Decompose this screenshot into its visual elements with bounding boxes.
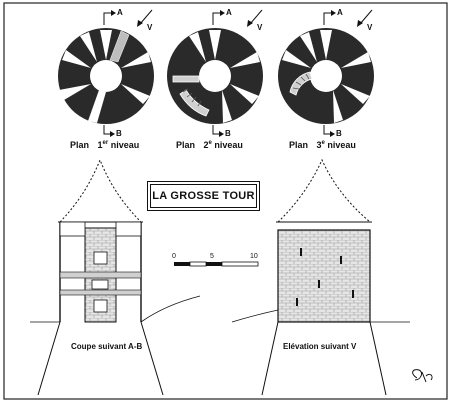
plan-2-label-v: V	[257, 23, 263, 32]
elevation-foundation	[261, 321, 387, 396]
plan-2-word: Plan	[176, 140, 196, 150]
plan-2-central-room	[199, 60, 231, 92]
plan-2-axis-a-arrow	[212, 12, 220, 25]
plan-1-axis-a-arrow	[103, 12, 111, 25]
plan-3-number: 3	[316, 140, 322, 150]
plan-3-view-v-arrow	[359, 9, 373, 25]
plan-2-view-v-arrow	[249, 9, 263, 25]
plan-1-drawing	[58, 9, 154, 137]
plan-3-drawing	[278, 9, 374, 137]
section-a-b-drawing	[30, 158, 201, 396]
plan-1-stair-passage	[109, 30, 130, 63]
plan-1-level: niveau	[108, 140, 140, 150]
plan-1-title: Plan 1er niveau	[70, 140, 139, 150]
scale-label-10: 10	[250, 253, 258, 260]
plan-2-title: Plan 2e niveau	[176, 140, 243, 150]
plan-2-label-b: B	[225, 129, 231, 138]
elevation-ground-line	[231, 309, 410, 323]
plan-3-axis-a-arrow	[323, 12, 331, 25]
plan-1-word: Plan	[70, 140, 90, 150]
plan-2-ordinal: e	[208, 140, 212, 146]
plan-2-axis-b-arrow	[212, 125, 219, 135]
plan-1-central-room	[90, 60, 122, 92]
plan-3-title: Plan 3e niveau	[289, 140, 356, 150]
plan-3-axis-b-arrow	[323, 125, 330, 135]
elevation-caption: Elévation suivant V	[283, 342, 357, 351]
plan-3-label-v: V	[367, 23, 373, 32]
scale-label-5: 5	[210, 253, 214, 260]
plan-2-label-a: A	[226, 8, 232, 17]
drawing-title: LA GROSSE TOUR	[147, 181, 260, 211]
plan-1-number: 1	[97, 140, 103, 150]
plan-3-loopholes	[282, 30, 371, 123]
plan-2-spiral-stair	[172, 75, 210, 117]
plan-1-loopholes	[59, 30, 151, 104]
section-roof-outline	[59, 158, 142, 223]
elevation-slits	[296, 248, 354, 306]
elevation-tower-wall	[277, 229, 371, 323]
plan-3-word: Plan	[289, 140, 309, 150]
sheet-border	[3, 2, 448, 400]
section-ground-line	[30, 295, 201, 323]
artist-signature	[412, 369, 433, 383]
plan-3-label-b: B	[336, 129, 342, 138]
plan-1-label-v: V	[147, 23, 153, 32]
plan-2-drawing	[167, 9, 263, 137]
plan-1-ordinal: er	[102, 140, 109, 146]
plan-3-level: niveau	[324, 140, 356, 150]
scale-bar	[174, 261, 259, 267]
plan-1-axis-b-arrow	[103, 125, 110, 135]
section-foundation	[37, 321, 164, 396]
plan-2-loopholes	[189, 30, 260, 123]
plan-3-label-a: A	[337, 8, 343, 17]
plan-2-level: niveau	[211, 140, 243, 150]
plan-2-number: 2	[203, 140, 209, 150]
scale-label-0: 0	[172, 253, 176, 260]
section-caption: Coupe suivant A-B	[71, 342, 143, 351]
plan-1-view-v-arrow	[139, 9, 153, 25]
elevation-v-drawing	[231, 158, 410, 396]
plan-3-ordinal: e	[321, 140, 325, 146]
plan-1-label-a: A	[117, 8, 123, 17]
plan-1-label-b: B	[116, 129, 122, 138]
plan-3-central-room	[310, 60, 342, 92]
plan-3-spiral-stair	[289, 71, 313, 96]
elevation-roof-outline	[277, 158, 371, 223]
